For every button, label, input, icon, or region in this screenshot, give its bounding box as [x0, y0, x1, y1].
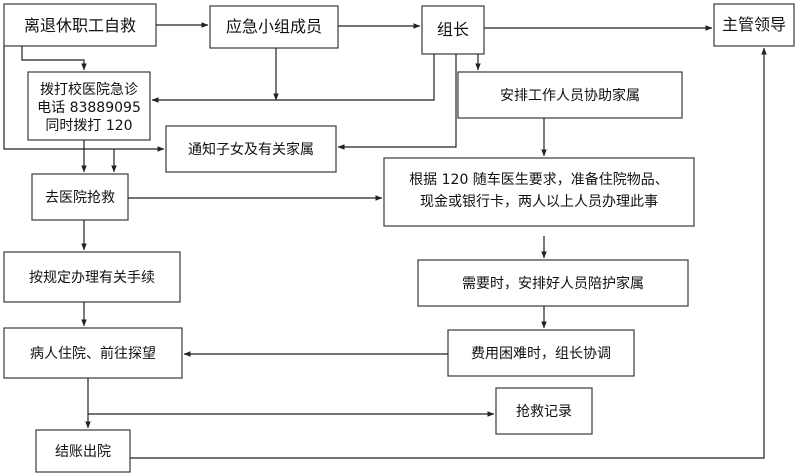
node-discharge-label: 结账出院: [55, 444, 111, 460]
node-call-clinic-line3: 同时拨打 120: [45, 117, 132, 134]
arrow-leader-to-call: [151, 54, 435, 103]
node-call-clinic-line1: 拨打校医院急诊: [40, 81, 138, 98]
node-notify-family-label: 通知子女及有关家属: [188, 141, 314, 158]
node-call-clinic-line2: 电话 83889095: [37, 100, 141, 116]
node-emergency-team: 应急小组成员: [209, 5, 339, 49]
node-emergency-team-label: 应急小组成员: [226, 17, 322, 36]
node-notify-family: 通知子女及有关家属: [165, 125, 337, 173]
connectors: [3, 22, 767, 459]
node-supervisor-label: 主管领导: [722, 15, 786, 34]
node-fee-coordination-label: 费用困难时，组长协调: [471, 346, 611, 362]
node-procedures: 按规定办理有关手续: [3, 251, 181, 303]
node-self-rescue-label: 离退休职工自救: [24, 16, 136, 35]
node-self-rescue: 离退休职工自救: [3, 3, 157, 47]
arrow-self-rescue-to-call: [21, 46, 87, 71]
node-hospitalized-visit: 病人住院、前往探望: [3, 327, 183, 379]
node-discharge: 结账出院: [35, 429, 131, 473]
node-rescue-record-label: 抢救记录: [516, 403, 572, 420]
node-hospital-rescue: 去医院抢救: [31, 173, 129, 221]
node-arrange-staff: 安排工作人员协助家属: [457, 71, 683, 119]
node-call-clinic: 拨打校医院急诊 电话 83889095 同时拨打 120: [27, 71, 151, 141]
node-hospitalized-visit-label: 病人住院、前往探望: [30, 345, 156, 362]
node-arrange-staff-label: 安排工作人员协助家属: [500, 87, 640, 104]
node-supervisor: 主管领导: [713, 3, 795, 47]
node-rescue-record: 抢救记录: [495, 387, 593, 435]
arrow-self-rescue-to-notify: [3, 46, 165, 152]
node-hospital-rescue-label: 去医院抢救: [45, 189, 115, 206]
node-team-leader-label: 组长: [437, 20, 469, 39]
arrow-leader-to-notify: [337, 54, 457, 150]
node-accompany: 需要时，安排好人员陪护家属: [417, 259, 689, 307]
node-prepare-items: 根据 120 随车医生要求，准备住院物品、 现金或银行卡，两人以上人员办理此事: [383, 157, 695, 227]
node-accompany-label: 需要时，安排好人员陪护家属: [462, 275, 644, 292]
node-fee-coordination: 费用困难时，组长协调: [447, 329, 635, 377]
node-prepare-items-line1: 根据 120 随车医生要求，准备住院物品、: [409, 171, 669, 188]
arrow-discharge-to-supervisor: [130, 47, 767, 459]
node-team-leader: 组长: [421, 5, 485, 55]
node-procedures-label: 按规定办理有关手续: [29, 269, 155, 286]
node-prepare-items-line2: 现金或银行卡，两人以上人员办理此事: [420, 194, 658, 210]
